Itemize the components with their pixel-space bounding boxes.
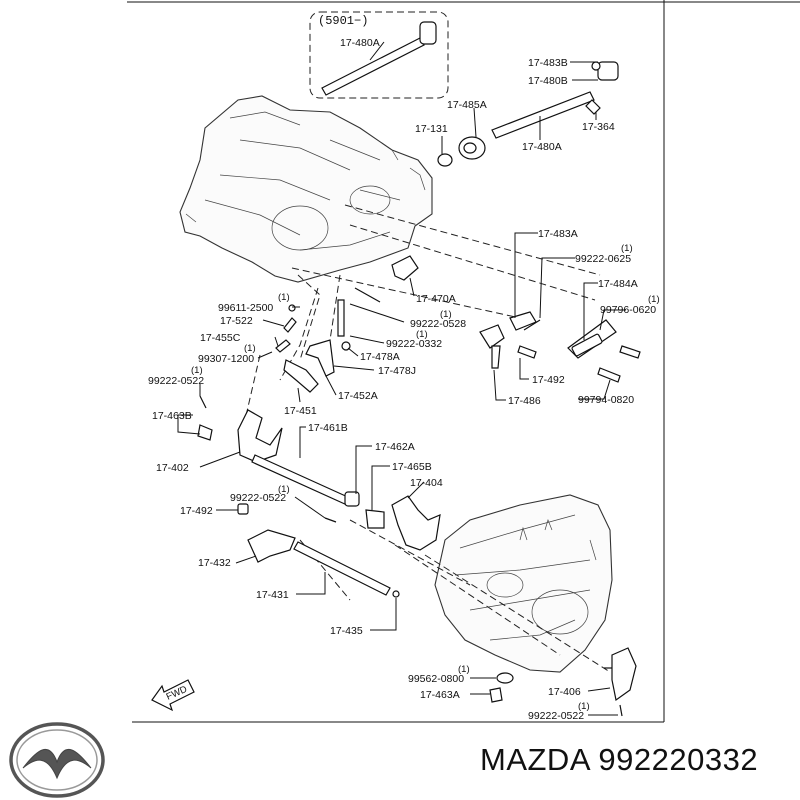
part-label-465B: 17-465B [392,461,432,473]
part-label-0620: 99796-0620 [600,304,656,316]
part-label-0625: 99222-0625 [575,253,631,265]
shift-fork-402 [197,409,283,463]
part-label-406: 17-406 [548,686,581,698]
part-qty-0528: (1) [440,309,452,320]
part-label-470A: 17-470A [416,293,456,305]
bushing-462A [324,491,385,529]
group-code-label: (5901−) [318,14,368,28]
part-label-404: 17-404 [410,477,443,489]
part-label-480A-top: 17-480A [340,37,380,49]
part-label-0800: 99562-0800 [408,673,464,685]
part-label-402: 17-402 [156,462,189,474]
part-label-484A: 17-484A [598,278,638,290]
part-label-483A: 17-483A [538,228,578,240]
part-qty-0800: (1) [458,664,470,675]
part-label-0528: 99222-0528 [410,318,466,330]
part-label-432: 17-432 [198,557,231,569]
selector-block [391,255,419,281]
part-label-2500: 99611-2500 [218,302,273,314]
shift-rod-main [491,61,619,139]
part-label-463B: 17-463B [152,410,192,422]
part-label-463A: 17-463A [420,689,460,701]
part-qty-2500: (1) [278,292,290,303]
part-qty-0332: (1) [416,329,428,340]
part-label-492a: 17-492 [532,374,565,386]
part-qty-0522b: (1) [278,484,290,495]
part-label-492b: 17-492 [180,505,213,517]
small-parts-left [199,287,381,409]
part-qty-0522a: (1) [191,365,203,376]
part-qty-1200: (1) [244,343,256,354]
part-qty-0625: (1) [621,243,633,254]
bushing [437,136,486,167]
part-label-483B: 17-483B [528,57,568,69]
transmission-case-lower [434,494,613,673]
part-label-455C: 17-455C [200,332,241,344]
part-label-478A: 17-478A [360,351,400,363]
part-label-131: 17-131 [415,123,448,135]
fwd-arrow: FWD [151,679,195,712]
part-label-0332: 99222-0332 [386,338,442,350]
part-label-462A: 17-462A [375,441,415,453]
transmission-case-upper [179,95,433,283]
leader-lines [177,41,626,716]
part-label-451: 17-451 [284,405,317,417]
shift-rod-top [321,21,437,96]
part-label-461B: 17-461B [308,422,348,434]
part-qty-0620: (1) [648,294,660,305]
part-qty-0522c: (1) [578,701,590,712]
part-label-485A: 17-485A [447,99,487,111]
part-label-0522c: 99222-0522 [528,710,584,722]
part-label-0522a: 99222-0522 [148,375,204,387]
part-label-0820: 99794-0820 [578,394,634,406]
part-label-522: 17-522 [220,315,253,327]
part-label-478J: 17-478J [378,365,416,377]
part-label-480A: 17-480A [522,141,562,153]
part-number-caption: MAZDA 992220332 [480,742,759,777]
assembly-dashed-lines [244,204,611,673]
part-label-1200: 99307-1200 [198,353,254,365]
part-label-452A: 17-452A [338,390,378,402]
mazda-logo [9,722,105,798]
part-label-486: 17-486 [508,395,541,407]
lever-cluster-right [479,311,641,383]
shift-fork-404 [391,495,441,551]
part-label-480B: 17-480B [528,75,568,87]
shift-rod-431 [293,541,400,598]
part-label-0522b: 99222-0522 [230,492,286,504]
part-label-435: 17-435 [330,625,363,637]
plug-463A [489,672,623,717]
part-label-431: 17-431 [256,589,289,601]
fork-432 [237,503,296,563]
group-box [309,11,449,99]
part-label-364: 17-364 [582,121,615,133]
shift-fork-406 [604,647,637,702]
